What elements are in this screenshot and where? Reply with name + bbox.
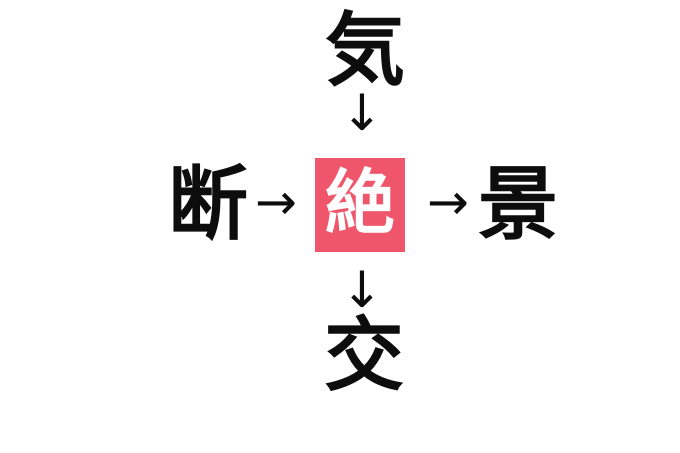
kanji-bottom: 交 — [324, 313, 404, 401]
kanji-left: 断 — [168, 162, 248, 250]
arrow-down-icon: ↓ — [341, 84, 383, 142]
kanji-top: 気 — [325, 8, 405, 96]
arrow-right-icon: → — [255, 173, 297, 231]
kanji-right: 景 — [478, 162, 558, 250]
kanji-center: 絶 — [325, 166, 395, 243]
arrow-right-icon: → — [427, 173, 469, 231]
arrow-down-icon: ↓ — [341, 261, 383, 319]
center-answer-box: 絶 — [315, 158, 405, 252]
